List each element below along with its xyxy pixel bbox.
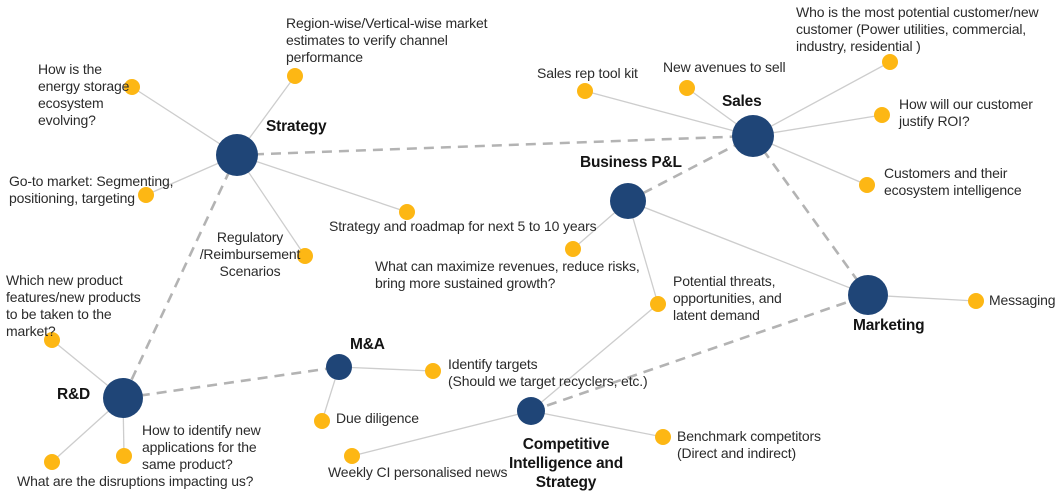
hub-sales-label: Sales [722,93,762,110]
topic-weekly-ci-news-node [344,448,360,464]
edge-sales-potential-customer [752,61,891,137]
topic-benchmark-competitors-node [655,429,671,445]
topic-messaging-label: Messaging [989,292,1056,308]
hub-business-pl-label: Business P&L [580,154,682,171]
topic-maximize-revenues-node [565,241,581,257]
hub-ci-node [517,397,545,425]
topic-customer-ecosystem-label: Customers and their ecosystem intelligen… [884,165,1022,198]
topic-new-applications-label: How to identify new applications for the… [142,422,261,472]
hub-sales-node [732,115,774,157]
topic-regulatory-label: Regulatory /Reimbursement Scenarios [199,229,301,279]
topic-new-product-features-label: Which new product features/new products … [6,272,141,339]
hub-ci-label: Competitive Intelligence and Strategy [509,436,623,491]
hub-strategy-label: Strategy [266,118,327,135]
hub-strategy-node [216,134,258,176]
topic-due-diligence-node [314,413,330,429]
hub-marketing-label: Marketing [853,317,925,334]
topic-disruptions-node [44,454,60,470]
hub-marketing-node [848,275,888,315]
topic-maximize-revenues-label: What can maximize revenues, reduce risks… [375,258,640,291]
topic-roadmap-label: Strategy and roadmap for next 5 to 10 ye… [329,218,597,234]
topic-potential-customer-label: Who is the most potential customer/new c… [796,4,1039,54]
hub-rd-node [103,378,143,418]
hub-business-pl-node [610,183,646,219]
topic-region-estimates-node [287,68,303,84]
topic-region-estimates-label: Region-wise/Vertical-wise market estimat… [286,15,488,65]
topic-new-avenues-label: New avenues to sell [663,59,786,75]
edge-strategy-sales [236,134,754,157]
topic-potential-threats-label: Potential threats, opportunities, and la… [673,273,782,323]
topic-potential-threats-node [650,296,666,312]
topic-messaging-node [968,293,984,309]
topic-justify-roi-node [874,107,890,123]
edge-sales-sales-rep-toolkit [584,90,754,137]
topic-weekly-ci-news-label: Weekly CI personalised news [328,464,508,480]
topic-disruptions-label: What are the disruptions impacting us? [17,473,254,489]
edge-strategy-rd [121,154,239,399]
hub-ma-node [326,354,352,380]
hub-rd-label: R&D [57,386,90,403]
topic-identify-targets-node [425,363,441,379]
topic-justify-roi-label: How will our customer justify ROI? [899,96,1033,129]
topic-due-diligence-label: Due diligence [336,410,419,426]
hub-ma-label: M&A [350,336,385,353]
topic-energy-ecosystem-label: How is the energy storage ecosystem evol… [38,61,130,128]
edge-business-pl-sales [627,134,754,203]
topic-benchmark-competitors-label: Benchmark competitors (Direct and indire… [677,428,821,461]
topic-new-avenues-node [679,80,695,96]
edge-ma-identify-targets [338,366,434,372]
edge-ci-weekly-ci-news [351,410,532,457]
topic-potential-customer-node [882,54,898,70]
topic-energy-ecosystem-node [124,79,140,95]
topic-roadmap-node [399,204,415,220]
topic-go-to-market-label: Go-to market: Segmenting, positioning, t… [9,173,174,206]
topic-new-product-features-node [44,332,60,348]
edge-ci-potential-threats [530,303,659,412]
edge-business-pl-marketing [627,200,869,296]
topic-new-applications-node [116,448,132,464]
edge-sales-marketing [751,135,870,296]
topic-identify-targets-label: Identify targets (Should we target recyc… [448,356,648,389]
edge-rd-ma [122,365,340,400]
edge-strategy-roadmap [236,154,408,213]
edge-sales-justify-roi [752,114,883,137]
topic-sales-rep-toolkit-label: Sales rep tool kit [537,65,638,81]
topic-sales-rep-toolkit-node [577,83,593,99]
topic-regulatory-node [297,248,313,264]
edge-ci-benchmark-competitors [530,410,664,438]
topic-customer-ecosystem-node [859,177,875,193]
topic-go-to-market-node [138,187,154,203]
edge-ci-marketing [530,293,869,413]
